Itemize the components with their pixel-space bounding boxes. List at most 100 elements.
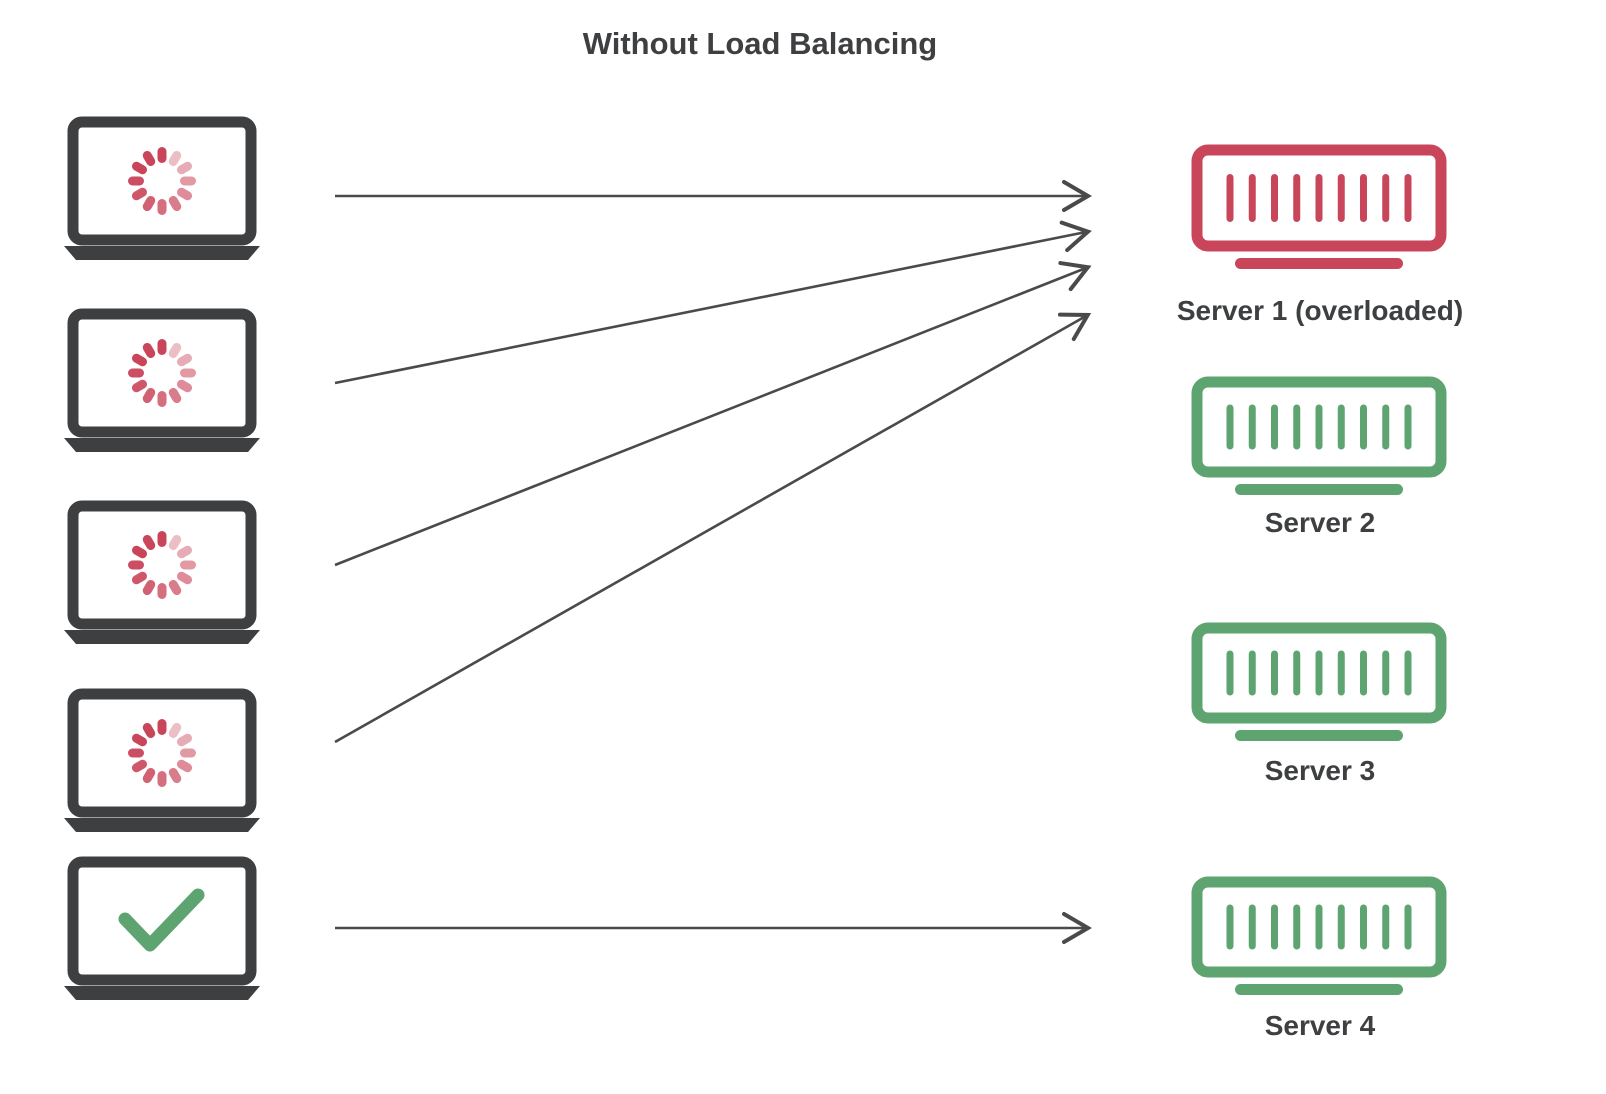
connection-line	[334, 230, 1087, 385]
spinner-segment	[128, 748, 144, 758]
server-rack-bar	[1293, 650, 1301, 696]
clients-group	[64, 116, 260, 1000]
spinner-segment	[131, 161, 148, 175]
client-client-3[interactable]	[64, 500, 260, 644]
arrowhead-icon	[1062, 180, 1092, 212]
arrowhead-path	[1062, 912, 1092, 944]
server-rack-bar	[1382, 404, 1390, 450]
server-rack-bar	[1337, 904, 1345, 950]
server-rack-bar	[1226, 174, 1234, 222]
spinner-segment	[131, 353, 148, 367]
connection-arrow	[334, 220, 1092, 385]
server-label: Server 1 (overloaded)	[1177, 295, 1463, 326]
connection-line	[334, 314, 1087, 744]
connection-arrow	[334, 261, 1092, 567]
spinner-segment	[168, 722, 182, 739]
spinner-segment	[180, 748, 196, 758]
spinner-segment	[176, 161, 193, 175]
spinner-segment	[142, 387, 156, 404]
server-rack-bar	[1226, 904, 1234, 950]
server-rack-bar	[1404, 404, 1412, 450]
laptop-screen-frame	[67, 688, 257, 818]
server-label: Server 3	[1265, 755, 1376, 786]
spinner-segment	[131, 545, 148, 559]
spinner-segment	[168, 150, 182, 167]
server-rack-bar	[1248, 404, 1256, 450]
spinner-segment	[168, 579, 182, 596]
server-server-2[interactable]: Server 2	[1191, 376, 1447, 538]
spinner-segment	[157, 583, 167, 599]
spinner-segment	[176, 379, 193, 393]
client-client-4[interactable]	[64, 688, 260, 832]
spinner-icon	[128, 719, 196, 787]
server-stand	[1235, 484, 1403, 495]
client-client-2[interactable]	[64, 308, 260, 452]
laptop-screen-frame	[67, 500, 257, 630]
server-stand	[1235, 984, 1403, 995]
server-rack-bar	[1271, 650, 1278, 696]
server-rack-bar	[1404, 904, 1412, 950]
server-rack-bar	[1293, 174, 1301, 222]
spinner-segment	[180, 368, 196, 378]
spinner-segment	[131, 187, 148, 201]
arrowhead-icon	[1058, 261, 1092, 292]
spinner-segment	[168, 195, 182, 212]
server-rack-bar	[1337, 174, 1345, 222]
server-rack-bar	[1315, 650, 1323, 696]
arrowhead-path	[1062, 180, 1092, 212]
check-icon	[118, 888, 205, 952]
client-client-1[interactable]	[64, 116, 260, 260]
server-rack-bar	[1360, 650, 1367, 696]
server-rack-bar	[1382, 904, 1390, 950]
spinner-segment	[142, 534, 156, 551]
spinner-segment	[142, 150, 156, 167]
server-server-4[interactable]: Server 4	[1191, 876, 1447, 1041]
arrowhead-path	[1057, 312, 1092, 342]
server-label: Server 2	[1265, 507, 1376, 538]
spinner-segment	[142, 195, 156, 212]
connection-arrow	[335, 912, 1092, 944]
spinner-segment	[128, 560, 144, 570]
laptop-base	[64, 630, 260, 644]
server-rack-bar	[1315, 904, 1323, 950]
spinner-segment	[176, 759, 193, 773]
spinner-segment	[157, 339, 167, 355]
spinner-segment	[176, 571, 193, 585]
spinner-segment	[180, 560, 196, 570]
spinner-segment	[180, 176, 196, 186]
laptop-base	[64, 818, 260, 832]
arrowhead-path	[1058, 261, 1092, 292]
spinner-segment	[128, 176, 144, 186]
arrowhead-icon	[1062, 912, 1092, 944]
spinner-segment	[142, 767, 156, 784]
laptop-screen-frame	[67, 856, 257, 986]
server-rack-bar	[1271, 904, 1278, 950]
connection-arrows-group	[334, 180, 1092, 944]
client-client-5[interactable]	[64, 856, 260, 1000]
laptop-base	[64, 438, 260, 452]
laptop-base	[64, 246, 260, 260]
server-stand	[1235, 730, 1403, 741]
server-rack-bar	[1271, 174, 1278, 222]
arrowhead-icon	[1059, 220, 1092, 253]
spinner-segment	[168, 534, 182, 551]
spinner-segment	[142, 579, 156, 596]
spinner-segment	[157, 719, 167, 735]
spinner-segment	[142, 722, 156, 739]
server-rack-bar	[1315, 174, 1323, 222]
server-server-1[interactable]: Server 1 (overloaded)	[1177, 144, 1463, 326]
connection-arrow	[334, 312, 1092, 744]
spinner-segment	[176, 187, 193, 201]
server-rack-bar	[1293, 404, 1301, 450]
server-rack-bar	[1337, 404, 1345, 450]
spinner-segment	[168, 767, 182, 784]
spinner-segment	[157, 531, 167, 547]
server-server-3[interactable]: Server 3	[1191, 622, 1447, 786]
spinner-segment	[168, 342, 182, 359]
servers-group: Server 1 (overloaded) Server 2 Server 3 Ser…	[1177, 144, 1463, 1041]
spinner-segment	[131, 759, 148, 773]
spinner-segment	[157, 391, 167, 407]
arrowhead-icon	[1057, 312, 1092, 342]
